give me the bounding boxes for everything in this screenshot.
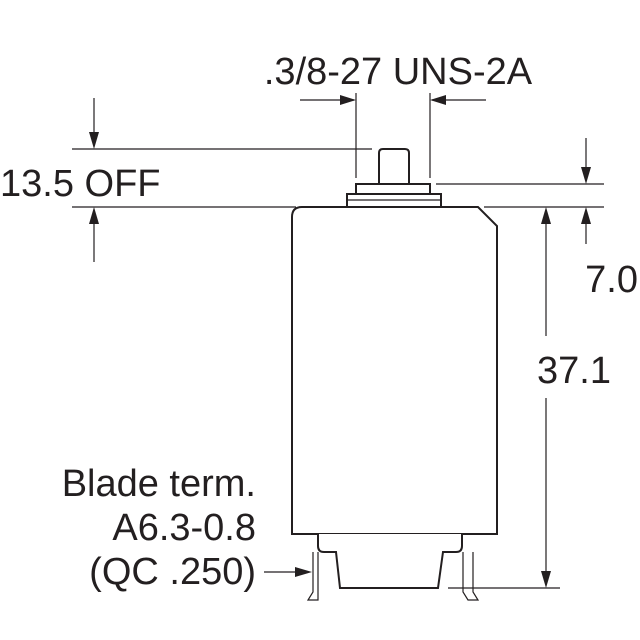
terminal-leader xyxy=(264,567,312,577)
thread-collar xyxy=(355,183,431,195)
off-arrow-down xyxy=(89,132,99,149)
blade-terminal-right xyxy=(462,552,480,601)
cap-height-label: 7.0 xyxy=(585,259,638,301)
body-height-label: 37.1 xyxy=(537,350,611,392)
terminal-label-line3: (QC .250) xyxy=(89,551,256,593)
actuator-button xyxy=(378,148,410,185)
off-height-dimension xyxy=(72,98,372,262)
cap-height-dimension xyxy=(436,138,604,244)
thread-label: .3/8-27 UNS-2A xyxy=(264,51,533,93)
terminal-arrow xyxy=(295,567,312,577)
blade-terminal-left xyxy=(306,552,319,601)
off-height-label: 13.5 OFF xyxy=(0,163,161,205)
body-arrow-up xyxy=(541,207,551,224)
thread-arrow-right xyxy=(430,95,446,105)
off-arrow-up xyxy=(89,207,99,224)
thread-dimension xyxy=(300,93,486,178)
breaker-outline xyxy=(291,148,498,601)
cap-arrow-up xyxy=(581,207,591,224)
body-height-dimension xyxy=(448,207,560,589)
terminal-base xyxy=(317,534,463,589)
thread-arrow-left xyxy=(340,95,356,105)
body-arrow-down xyxy=(541,571,551,588)
terminal-label-line1: Blade term. xyxy=(62,463,256,505)
breaker-body xyxy=(291,206,498,535)
terminal-label-line2: A6.3-0.8 xyxy=(112,507,256,549)
cap-arrow-down xyxy=(581,167,591,184)
